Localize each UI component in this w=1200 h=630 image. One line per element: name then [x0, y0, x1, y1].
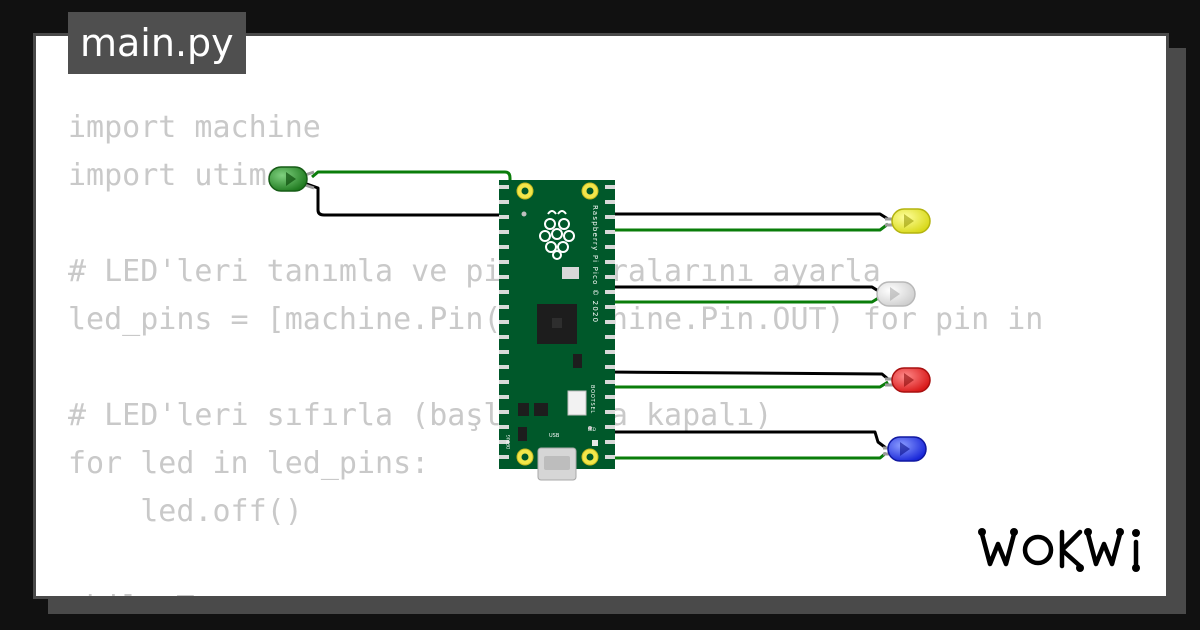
wokwi-logo — [978, 528, 1140, 572]
led-blue[interactable] — [883, 436, 927, 462]
wire-blue-ground — [606, 430, 887, 450]
led-white[interactable] — [876, 281, 916, 307]
code-line: import machine — [68, 110, 321, 145]
wire-white-signal — [606, 295, 881, 304]
right-pin-header — [605, 185, 615, 459]
led-red[interactable] — [885, 367, 931, 393]
led-green[interactable] — [268, 166, 315, 192]
debug-label: DEBUG — [506, 435, 511, 449]
wire-blue-signal — [606, 451, 887, 460]
crystal — [562, 267, 579, 279]
raspberry-pi-pico-board[interactable]: Raspberry Pi Pico © 2020 BOOTSEL USB LED… — [499, 180, 615, 481]
led-yellow[interactable] — [885, 208, 931, 234]
left-pin-header — [499, 185, 509, 459]
raspberry-logo-icon — [539, 210, 575, 260]
wire-green-signal — [311, 170, 512, 200]
code-line: led.off() — [68, 494, 303, 529]
wire-green-ground — [303, 181, 510, 217]
usb-label: USB — [549, 433, 560, 439]
code-line: import utime — [68, 158, 285, 193]
led-label: LED — [588, 427, 596, 432]
code-line: while True: — [68, 584, 1043, 596]
wire-red-signal — [605, 380, 889, 389]
file-tab[interactable]: main.py — [68, 12, 246, 74]
wire-yellow-ground — [606, 212, 889, 221]
wire-red-ground — [604, 357, 889, 381]
wire-yellow-signal — [606, 222, 889, 232]
code-line: for led in led_pins: — [68, 446, 430, 481]
bootsel-button — [567, 390, 587, 416]
board-vertical-label: Raspberry Pi Pico © 2020 — [591, 205, 599, 323]
wire-white-ground — [606, 285, 881, 294]
onboard-led — [592, 440, 598, 446]
bootsel-label: BOOTSEL — [589, 385, 595, 414]
